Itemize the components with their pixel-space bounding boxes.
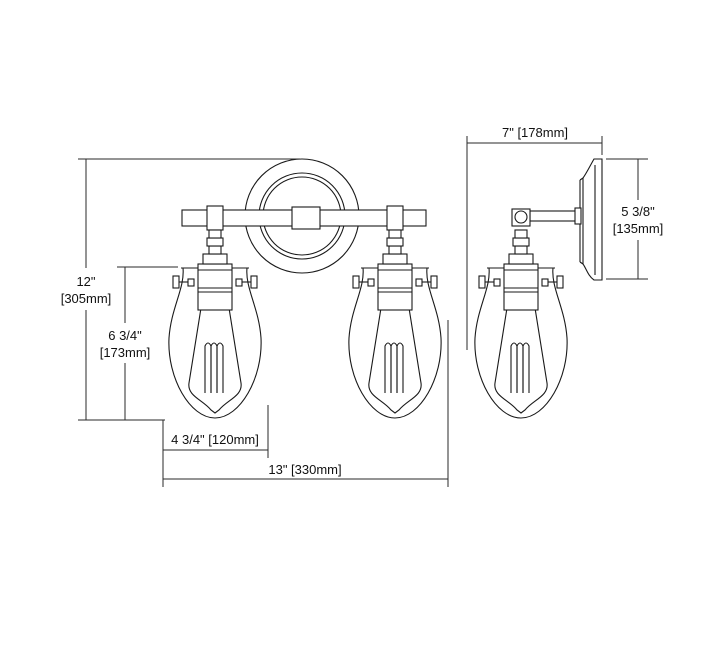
shade-width-label: 4 3/4" [120mm] xyxy=(171,432,259,447)
overall-height-imperial: 12" xyxy=(76,274,95,289)
side-arm xyxy=(511,207,582,227)
shade-height-metric: [173mm] xyxy=(100,345,151,360)
dimension-backplate-height: 5 3/8" [135mm] xyxy=(606,158,664,280)
right-lamp xyxy=(348,229,442,419)
backplate-height-imperial: 5 3/8" xyxy=(621,204,655,219)
shade-height-imperial: 6 3/4" xyxy=(108,328,142,343)
overall-width-label: 13" [330mm] xyxy=(268,462,341,477)
side-view xyxy=(474,158,603,419)
dimension-overall-width: 13" [330mm] xyxy=(163,320,449,487)
overall-height-metric: [305mm] xyxy=(61,291,112,306)
dimension-shade-width: 4 3/4" [120mm] xyxy=(162,405,269,487)
side-backplate xyxy=(579,158,603,281)
dimension-extension: 7" [178mm] xyxy=(466,125,603,350)
extension-label: 7" [178mm] xyxy=(502,125,568,140)
left-lamp xyxy=(168,229,262,419)
front-view xyxy=(168,158,442,419)
arm-bar xyxy=(181,205,427,231)
backplate-height-metric: [135mm] xyxy=(613,221,664,236)
side-lamp xyxy=(474,229,568,419)
dimension-shade-height: 6 3/4" [173mm] xyxy=(100,266,178,420)
dimension-overall-height: 12" [305mm] xyxy=(61,158,300,421)
